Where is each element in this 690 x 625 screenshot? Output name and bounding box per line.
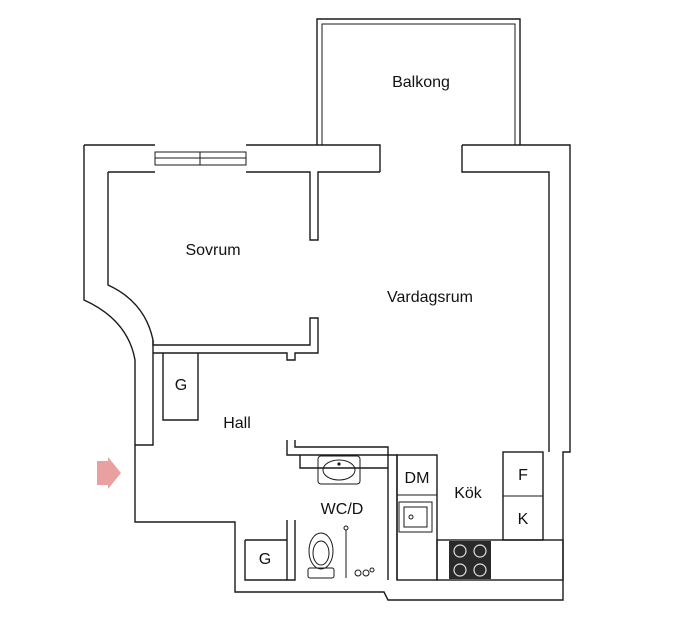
bath-wardrobe: G: [259, 551, 271, 568]
stove-icon: [449, 541, 491, 579]
washbasin-icon: [317, 455, 361, 485]
fridge-label: F: [518, 467, 528, 484]
bath-wardrobe-label: G: [259, 551, 271, 568]
entrance-arrow-icon[interactable]: [97, 457, 121, 489]
hall-wardrobe-label: G: [175, 377, 187, 394]
balcony: [316, 18, 521, 145]
bedroom-walls: [152, 317, 319, 361]
kitchen-label: Kök: [454, 485, 483, 502]
toilet-icon: [307, 532, 335, 579]
living-room-label: Vardagsrum: [387, 289, 473, 306]
hall-label: Hall: [223, 415, 251, 432]
bedroom-label: Sovrum: [185, 242, 240, 259]
kitchen: DM F K Kök: [396, 451, 564, 581]
hall-wardrobe: G: [135, 353, 199, 446]
sink-icon: [398, 501, 433, 533]
shower-icon: [343, 525, 375, 578]
freezer-label: K: [518, 511, 529, 528]
outer-walls: [83, 144, 571, 601]
dishwasher-label: DM: [405, 470, 430, 487]
bathroom-label: WC/D: [321, 501, 364, 518]
balcony-label: Balkong: [392, 74, 450, 91]
